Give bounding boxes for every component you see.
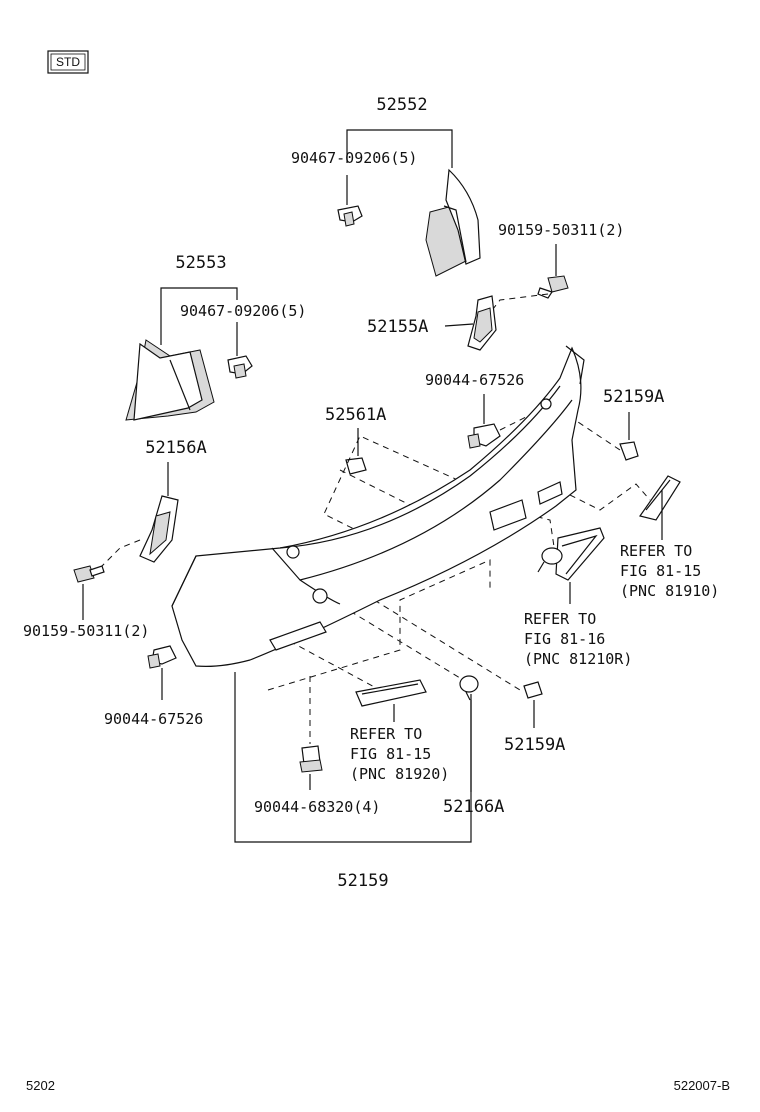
label-52159A-lower: 52159A (504, 735, 565, 755)
cap-52166A (459, 675, 479, 701)
reflector-81920 (355, 679, 427, 707)
label-90044-67526-upper: 90044-67526 (425, 371, 524, 389)
label-90159-50311-lower: 90159-50311(2) (23, 622, 149, 640)
footer-drawing-code: 522007-B (674, 1078, 730, 1093)
label-90044-68320: 90044-68320(4) (254, 798, 380, 816)
label-52156A: 52156A (145, 438, 206, 458)
lamp-81210R (537, 527, 605, 581)
label-90467-09206-lower: 90467-09206(5) (180, 302, 306, 320)
label-52552: 52552 (376, 95, 427, 115)
bracket-52552 (346, 129, 453, 168)
label-52166A: 52166A (443, 797, 504, 817)
label-52561A: 52561A (325, 405, 386, 425)
clip-90044-lower (147, 645, 177, 669)
ref-81910-line2: FIG 81-15 (620, 562, 701, 580)
label-90159-50311-upper: 90159-50311(2) (498, 221, 624, 239)
ref-81910-line1: REFER TO (620, 542, 692, 560)
nut-52159A-lower (523, 681, 543, 699)
nut-52159A-upper (619, 441, 639, 461)
ref-81920-line3: (PNC 81920) (350, 765, 449, 783)
part-52552-extension (425, 168, 481, 277)
part-52155A-retainer (467, 295, 497, 351)
screw-90159-upper (537, 275, 569, 299)
label-90044-67526-lower: 90044-67526 (104, 710, 203, 728)
clip-90467-upper (337, 205, 363, 227)
part-52159-bumper-cover (171, 345, 585, 667)
part-52553-extension (125, 339, 215, 421)
part-52156A-retainer (139, 495, 179, 563)
ref-81910-line3: (PNC 81910) (620, 582, 719, 600)
label-52159A-upper: 52159A (603, 387, 664, 407)
label-52553: 52553 (175, 253, 226, 273)
clip-90044-upper (467, 423, 501, 449)
label-90467-09206-upper: 90467-09206(5) (291, 149, 417, 167)
screw-90159-lower (73, 565, 105, 583)
ref-81210R-line3: (PNC 81210R) (524, 650, 632, 668)
ref-81920-line1: REFER TO (350, 725, 422, 743)
clip-52561A (345, 457, 367, 475)
label-52159: 52159 (337, 871, 388, 891)
reflector-81910 (639, 475, 681, 521)
clip-90044-68320 (299, 745, 323, 773)
std-badge-label: STD (56, 55, 80, 69)
footer-figure-number: 5202 (26, 1078, 55, 1093)
ref-81920-line2: FIG 81-15 (350, 745, 431, 763)
label-52155A: 52155A (367, 317, 428, 337)
clip-90467-lower (227, 355, 253, 379)
ref-81210R-line1: REFER TO (524, 610, 596, 628)
std-badge: STD (47, 50, 89, 74)
ref-81210R-line2: FIG 81-16 (524, 630, 605, 648)
